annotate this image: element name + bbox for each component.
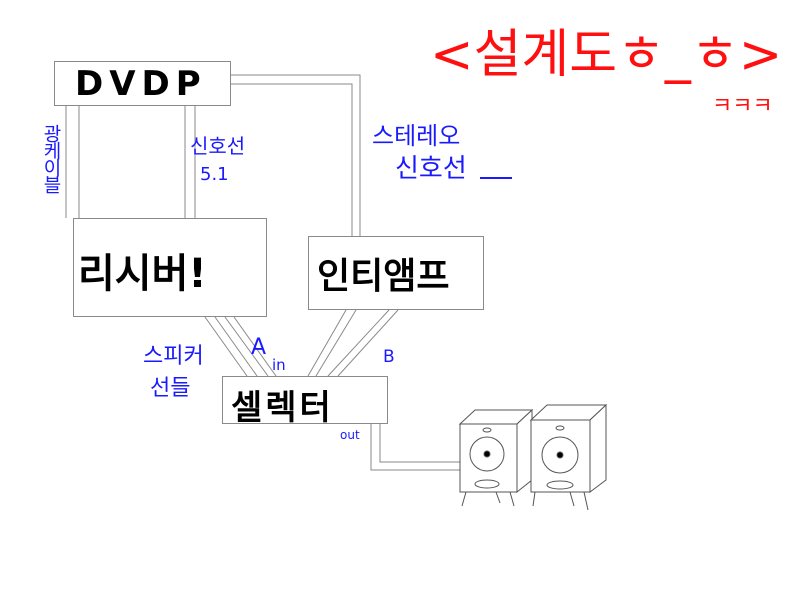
receiver-node: 리시버! <box>73 218 267 317</box>
dvdp-label: DVDP <box>75 64 207 104</box>
out-wire-2 <box>379 424 460 463</box>
port-b-label: B <box>383 347 395 367</box>
speaker-wire-b-2 <box>307 309 347 377</box>
signal-51-sub-label: 5.1 <box>200 164 229 185</box>
out-wire <box>370 424 460 471</box>
optical-cable-label: 광케이블 <box>40 124 62 192</box>
port-out-label: out <box>340 428 360 442</box>
speaker-left-icon <box>458 408 534 507</box>
port-in-label: in <box>272 356 286 374</box>
speaker-wire-b-3 <box>337 309 399 377</box>
signal-51-label: 신호선 <box>190 134 246 158</box>
selector-label: 셀렉터 <box>231 388 334 428</box>
dvdp-node: DVDP <box>54 61 231 106</box>
speaker-wire-b-4 <box>327 309 390 377</box>
speaker-right-icon <box>529 403 608 511</box>
speaker-wire-a-2 <box>214 316 258 377</box>
selector-node: 셀렉터 <box>222 376 388 428</box>
amp-node: 인티앰프 <box>308 236 484 310</box>
stereo-label-line1: 스테레오 <box>372 122 461 150</box>
receiver-label: 리시버! <box>78 251 207 297</box>
stereo-wire <box>230 74 361 236</box>
diagram-title-suffix: ㅋㅋㅋ <box>712 94 773 119</box>
speaker-wire-a-4 <box>233 316 277 377</box>
amp-label: 인티앰프 <box>317 256 450 297</box>
speaker-wire-b <box>315 309 357 377</box>
diagram-title: <설계도ㅎ_ㅎ> <box>430 25 783 85</box>
port-a-label: A <box>251 335 267 360</box>
speaker-wire-a-3 <box>224 316 269 377</box>
speaker-wire-a <box>204 316 248 377</box>
speaker-label-line2: 선들 <box>150 376 191 401</box>
stereo-label-line2: 신호선 <box>395 154 467 184</box>
speaker-label-line1: 스피커 <box>143 344 204 369</box>
stereo-wire-2 <box>230 83 353 236</box>
